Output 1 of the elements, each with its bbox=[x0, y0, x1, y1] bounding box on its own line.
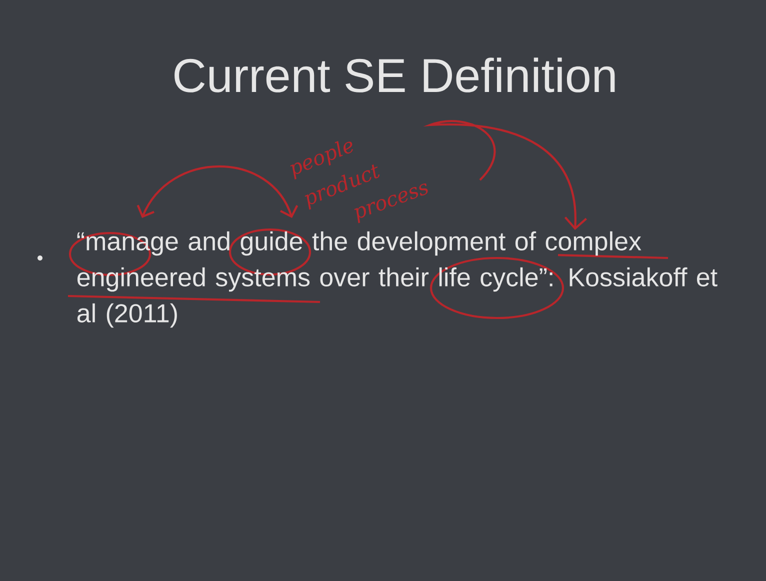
title: Current SE Definition bbox=[174, 58, 615, 92]
